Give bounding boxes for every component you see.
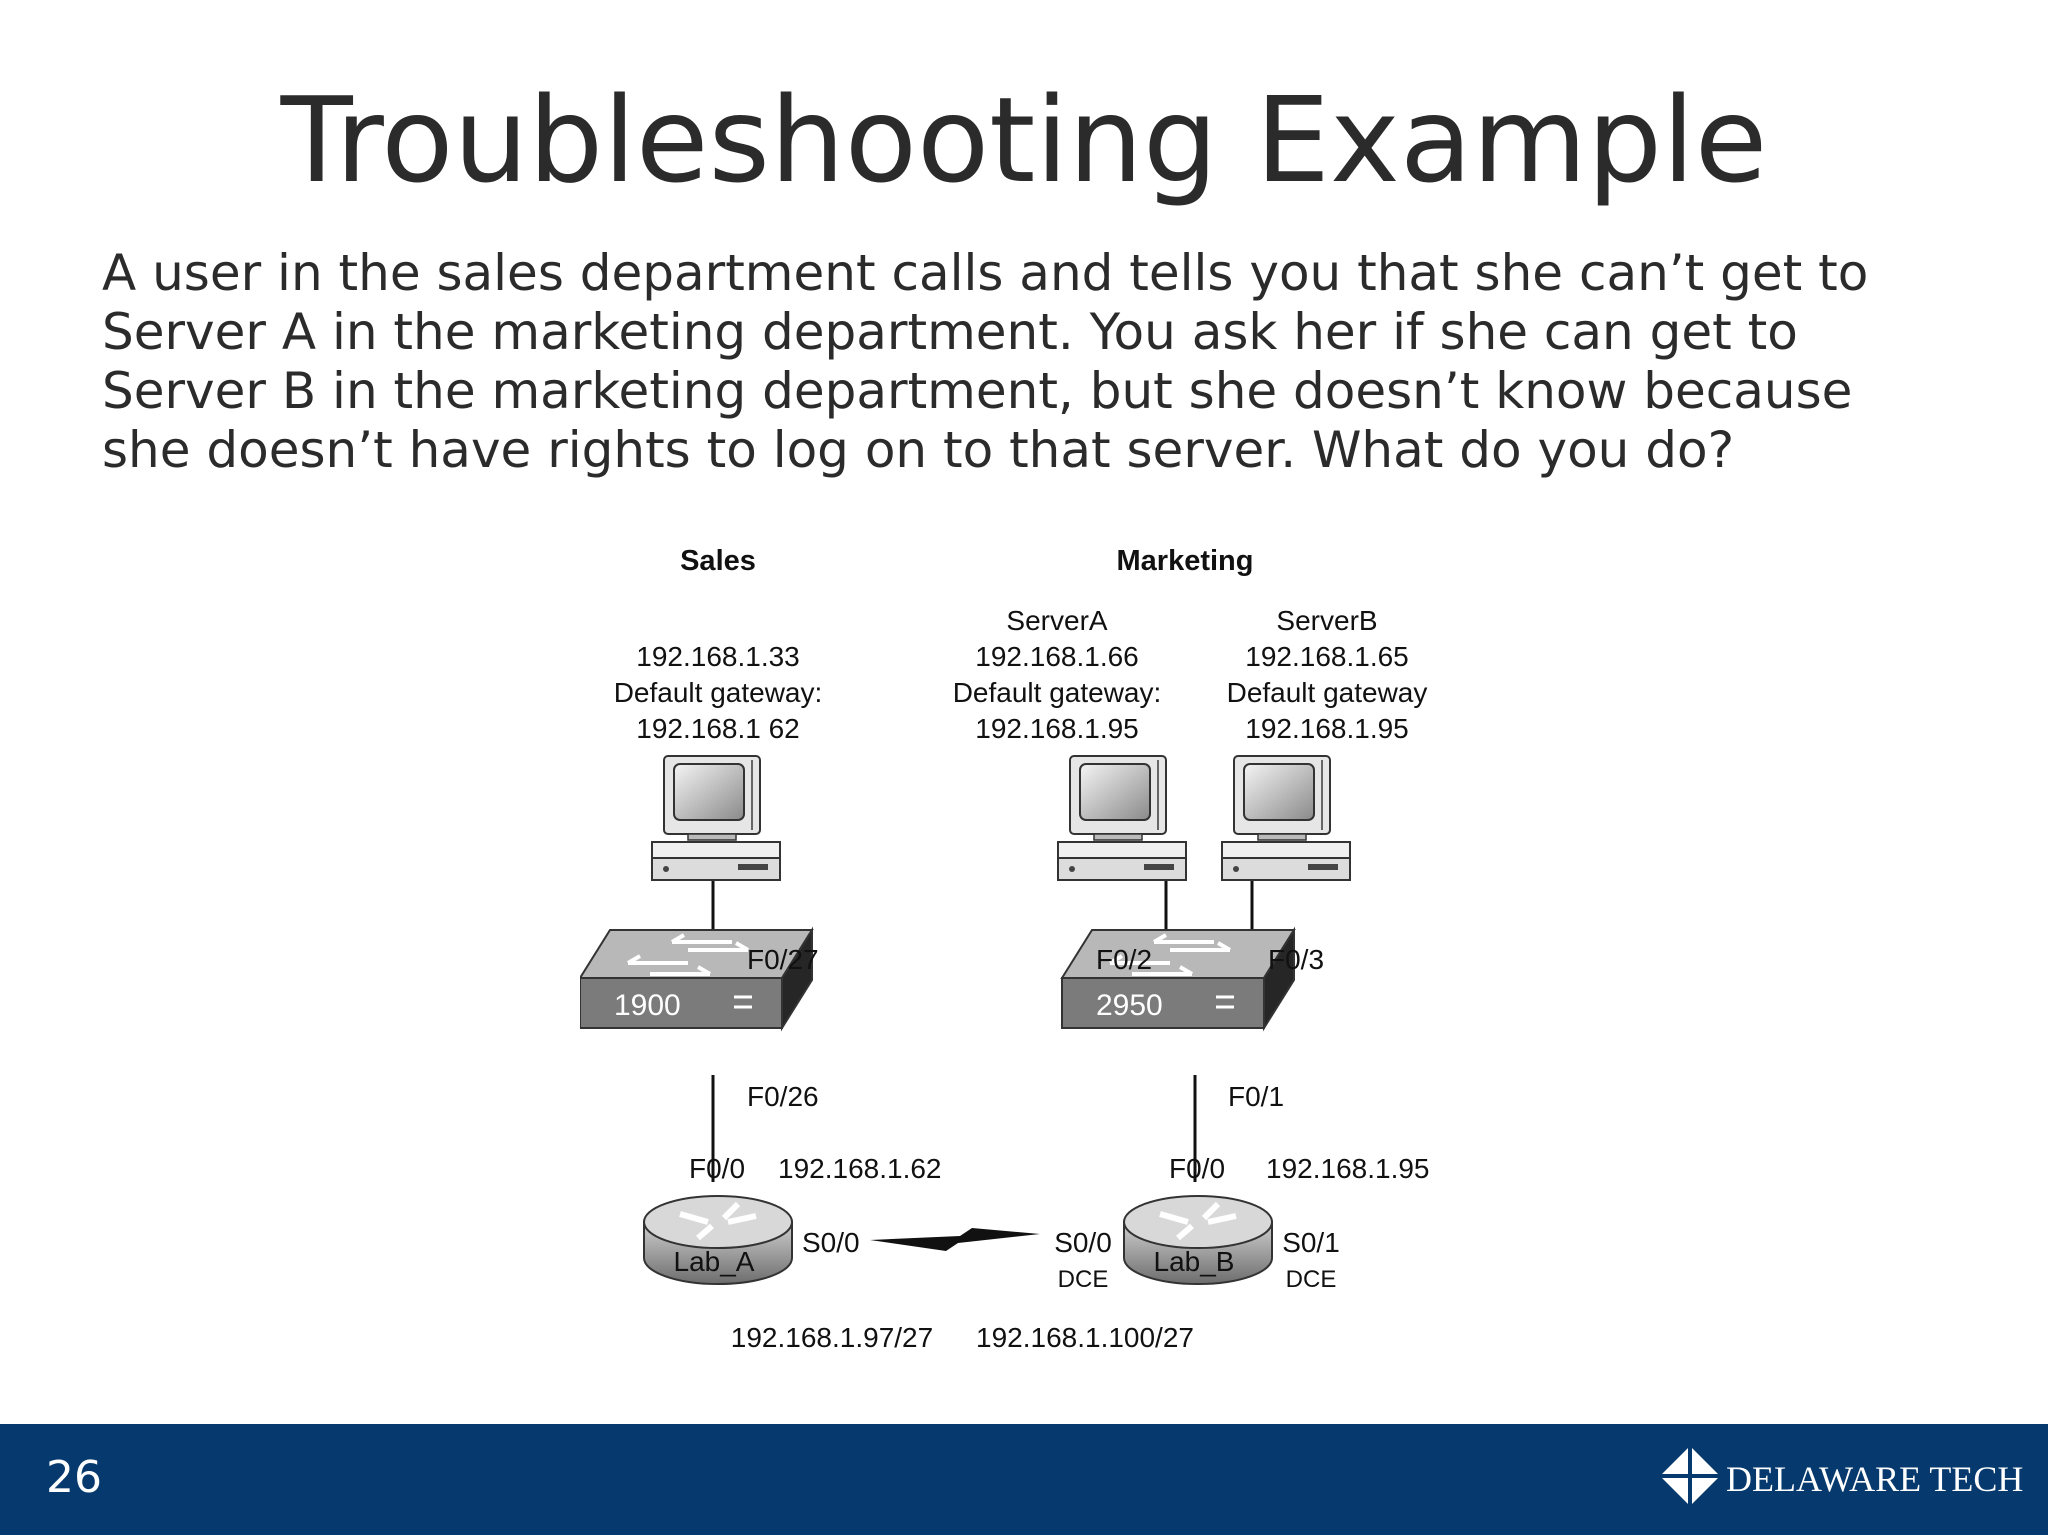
lab-b-name: Lab_B — [1154, 1246, 1235, 1277]
sales-gateway-ip: 192.168.1 62 — [636, 713, 800, 744]
switch-2950-model: 2950 — [1096, 989, 1163, 1022]
delaware-tech-logo: DELAWARE TECH — [1658, 1444, 2028, 1508]
server-b-pc-icon — [1221, 755, 1351, 881]
switch-1900-model: 1900 — [614, 989, 681, 1022]
diamond-logo-icon — [1660, 1446, 1720, 1506]
slide-body: A user in the sales department calls and… — [102, 244, 1869, 479]
server-b-ip: 192.168.1.65 — [1245, 641, 1409, 672]
server-b-gateway-label: Default gateway — [1227, 677, 1428, 708]
lab-a-serial-port: S0/0 — [802, 1227, 860, 1258]
lab-b-serial-port-1-dce: DCE — [1286, 1266, 1337, 1293]
server-a-pc-icon — [1057, 755, 1187, 881]
lab-a-name: Lab_A — [674, 1246, 755, 1277]
server-a-ip: 192.168.1.66 — [975, 641, 1139, 672]
logo-text: DELAWARE TECH — [1726, 1459, 2024, 1499]
page-number: 26 — [46, 1452, 102, 1503]
marketing-switch-port-down: F0/1 — [1228, 1081, 1284, 1112]
lab-b-port: F0/0 — [1169, 1153, 1225, 1184]
sales-host-ip: 192.168.1.33 — [636, 641, 800, 672]
sales-pc-icon — [651, 755, 781, 881]
slide-title: Troubleshooting Example — [280, 71, 1768, 209]
switch-1900-icon: 1900 — [580, 926, 814, 1032]
sales-gateway-label: Default gateway: — [614, 677, 823, 708]
marketing-heading: Marketing — [1117, 545, 1254, 577]
network-diagram: Sales Marketing 192.168.1.33 Default gat… — [580, 545, 1430, 1353]
lab-b-serial-port-0: S0/0 — [1054, 1227, 1112, 1258]
sales-switch-port-up: F0/27 — [747, 944, 819, 975]
switch-2950-icon: 2950 — [1060, 926, 1296, 1032]
lab-b-serial-ip: 192.168.1.100/27 — [976, 1322, 1194, 1353]
lab-b-serial-port-0-dce: DCE — [1058, 1266, 1109, 1293]
server-b-name: ServerB — [1276, 605, 1377, 636]
router-lab-b-icon: Lab_B — [1123, 1195, 1273, 1285]
server-a-name: ServerA — [1006, 605, 1107, 636]
router-lab-a-icon: Lab_A — [643, 1195, 793, 1285]
lab-b-ip: 192.168.1.95 — [1266, 1153, 1430, 1184]
server-a-gateway-label: Default gateway: — [953, 677, 1162, 708]
lab-a-ip: 192.168.1.62 — [778, 1153, 942, 1184]
lab-b-serial-port-1: S0/1 — [1282, 1227, 1340, 1258]
marketing-switch-port-b: F0/3 — [1268, 944, 1324, 975]
serial-link-lightning — [870, 1228, 1040, 1251]
sales-heading: Sales — [680, 545, 756, 577]
lab-a-port: F0/0 — [689, 1153, 745, 1184]
lab-a-serial-ip: 192.168.1.97/27 — [731, 1322, 933, 1353]
marketing-switch-port-a: F0/2 — [1096, 944, 1152, 975]
server-a-gateway-ip: 192.168.1.95 — [975, 713, 1139, 744]
server-b-gateway-ip: 192.168.1.95 — [1245, 713, 1409, 744]
sales-switch-port-down: F0/26 — [747, 1081, 819, 1112]
